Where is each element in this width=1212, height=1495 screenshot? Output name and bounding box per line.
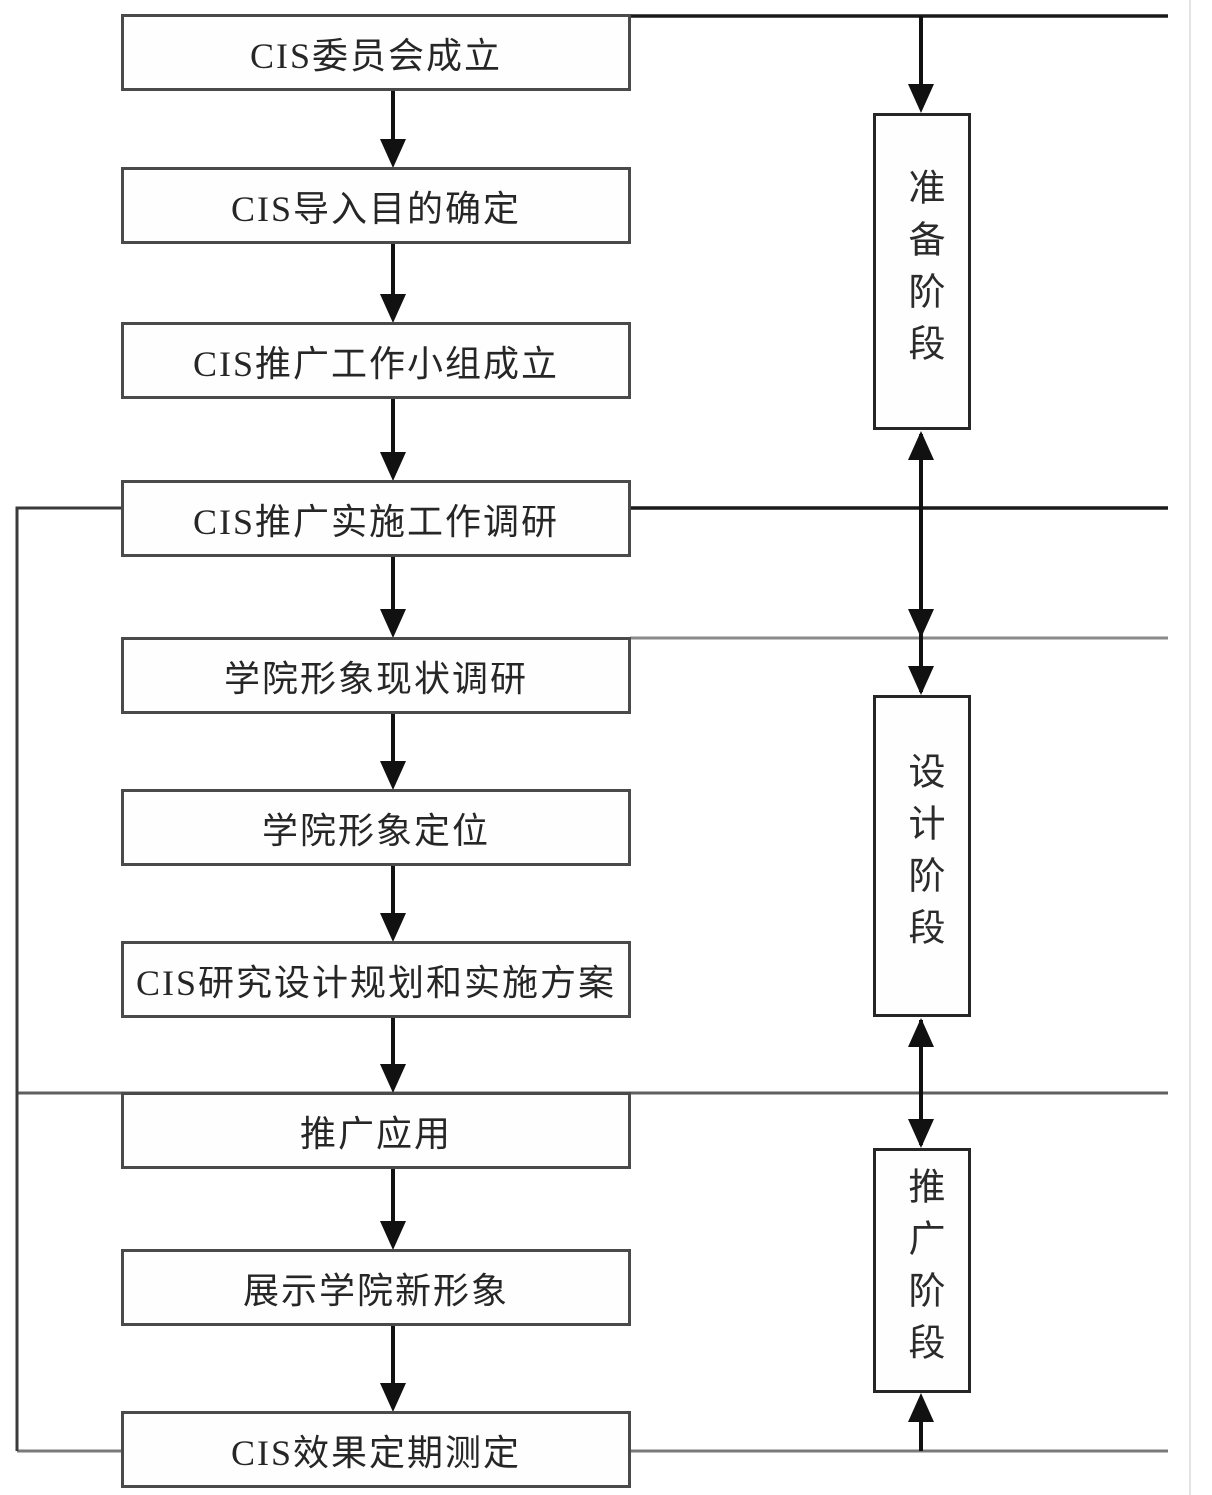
stage-box-design: 设计阶段	[873, 695, 971, 1017]
bottom-rail-to-promote-arrow	[908, 1393, 934, 1451]
process-step-label: 展示学院新形象	[242, 1270, 509, 1311]
process-step-label: 推广应用	[299, 1113, 452, 1154]
stage-label: 推广阶段	[902, 1166, 943, 1375]
process-step-workgroup: CIS推广工作小组成立	[121, 322, 631, 399]
stage-box-preparation: 准备阶段	[873, 113, 971, 430]
stage-label: 设计阶段	[902, 752, 943, 960]
stage-box-promotion: 推广阶段	[873, 1148, 971, 1393]
process-step-cis-committee: CIS委员会成立	[121, 14, 631, 91]
process-step-effect-measurement: CIS效果定期测定	[121, 1411, 631, 1488]
process-step-label: CIS效果定期测定	[230, 1432, 522, 1473]
process-step-label: CIS研究设计规划和实施方案	[135, 962, 617, 1003]
process-flow-arrows	[380, 90, 406, 1412]
prepare-design-double-arrow	[908, 431, 934, 695]
process-step-show-new-image: 展示学院新形象	[121, 1249, 631, 1326]
top-rail-to-prepare-arrow	[908, 16, 934, 113]
process-step-label: CIS推广实施工作调研	[192, 501, 560, 542]
process-step-label: CIS导入目的确定	[230, 188, 522, 229]
process-step-promotion-application: 推广应用	[121, 1092, 631, 1169]
process-step-implementation-research: CIS推广实施工作调研	[121, 480, 631, 557]
process-step-label: 学院形象现状调研	[223, 658, 528, 699]
process-step-label: CIS委员会成立	[249, 35, 503, 76]
process-step-label: 学院形象定位	[261, 810, 490, 851]
process-step-image-status-research: 学院形象现状调研	[121, 637, 631, 714]
process-step-cis-purpose: CIS导入目的确定	[121, 167, 631, 244]
process-step-image-positioning: 学院形象定位	[121, 789, 631, 866]
design-promote-double-arrow	[908, 1018, 934, 1148]
process-step-label: CIS推广工作小组成立	[192, 343, 560, 384]
feedback-loop-line	[15, 506, 123, 1451]
stage-label: 准备阶段	[902, 167, 943, 376]
process-step-design-plan: CIS研究设计规划和实施方案	[121, 941, 631, 1018]
